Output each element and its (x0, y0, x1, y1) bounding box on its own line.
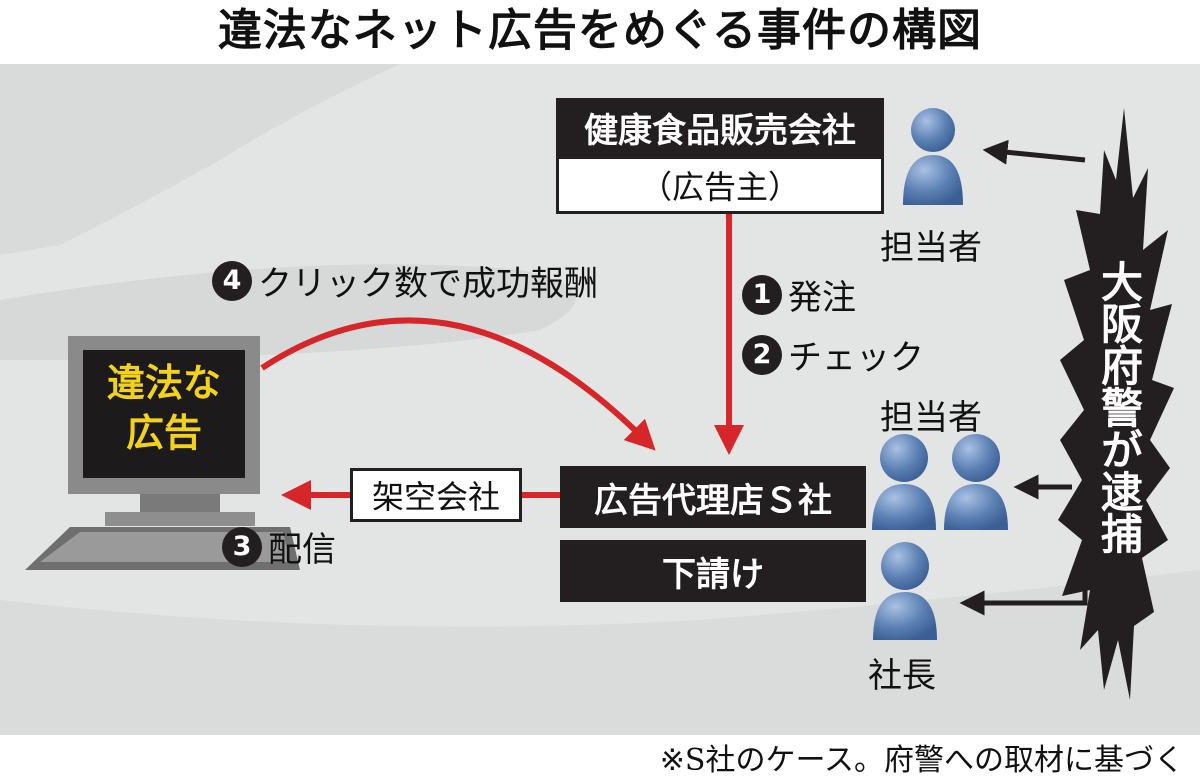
osaka-police-text: 大阪府警が逮捕 (1074, 242, 1164, 572)
footnote: ※S社のケース。府警への取材に基づく (660, 735, 1184, 779)
